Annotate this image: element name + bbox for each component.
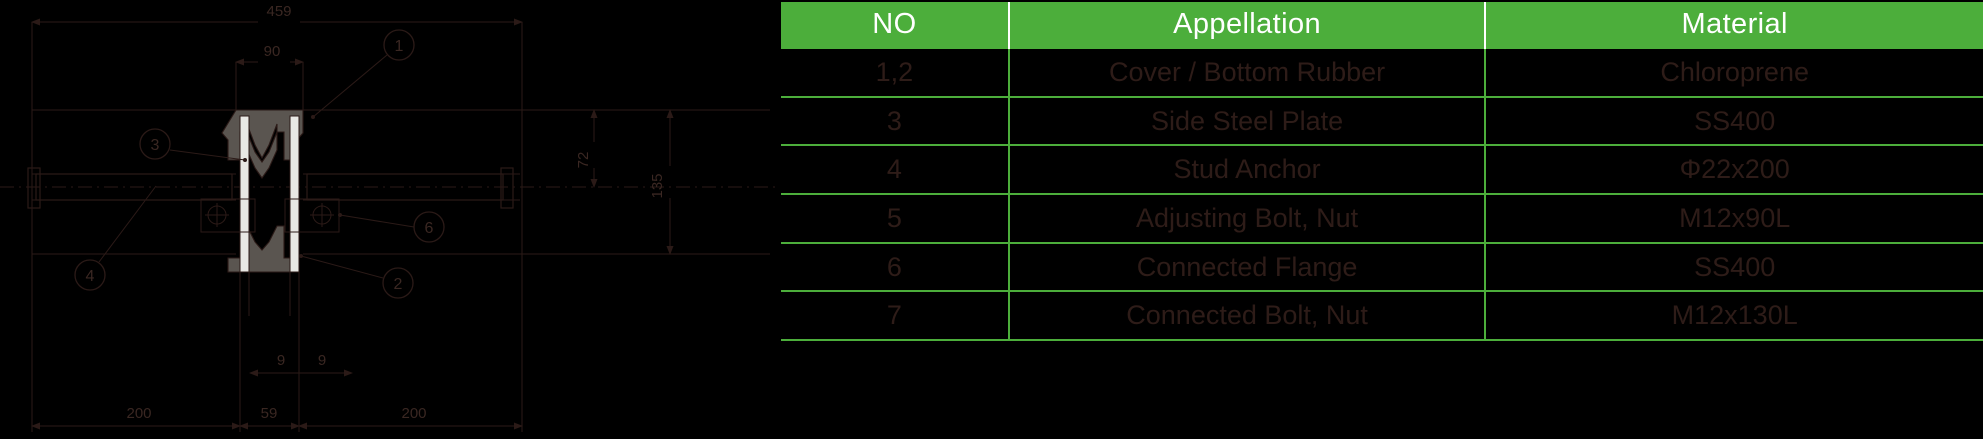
cell-material: SS400 — [1485, 95, 1983, 146]
balloon-6[interactable]: 6 — [338, 211, 445, 243]
dim-label-200-right: 200 — [401, 405, 426, 422]
dim-label-9-right: 9 — [318, 352, 326, 369]
cell-material: Chloroprene — [1485, 47, 1983, 97]
dim-label-9-left: 9 — [277, 352, 285, 369]
cell-material: Φ22x200 — [1485, 144, 1983, 195]
side-steel-plate-right — [289, 115, 300, 273]
cell-no: 5 — [781, 193, 1010, 243]
cell-appellation: Connected Bolt, Nut — [1008, 290, 1487, 342]
balloon-4-label: 4 — [86, 268, 95, 285]
balloon-2[interactable]: 2 — [299, 254, 414, 299]
stud-anchor-left — [27, 167, 233, 209]
dim-lip-left-9: 9 — [249, 352, 310, 377]
column-header-no[interactable]: NO — [781, 2, 1010, 48]
balloon-1[interactable]: 1 — [311, 29, 415, 119]
flange-bolt-symbol-left — [200, 198, 256, 233]
balloon-1-label: 1 — [395, 38, 404, 55]
dim-72: 72 — [575, 109, 598, 188]
dim-135: 135 — [594, 109, 678, 255]
cell-material: SS400 — [1485, 241, 1983, 292]
balloon-3-label: 3 — [151, 137, 160, 154]
cell-no: 7 — [781, 290, 1010, 342]
stud-anchor-right — [306, 167, 514, 209]
cell-appellation: Stud Anchor — [1008, 144, 1487, 195]
dim-label-59: 59 — [261, 405, 278, 422]
side-steel-plate-left — [239, 115, 250, 273]
cell-appellation: Cover / Bottom Rubber — [1008, 47, 1487, 97]
dim-bottom-row: 200 59 200 — [31, 316, 523, 432]
cell-material: M12x90L — [1485, 193, 1983, 243]
bottom-rubber — [227, 225, 298, 273]
dim-label-200-left: 200 — [126, 405, 151, 422]
balloon-4[interactable]: 4 — [74, 185, 157, 291]
table-header-row: NO Appellation Material — [781, 2, 1983, 48]
column-header-appellation[interactable]: Appellation — [1008, 2, 1487, 48]
table-header: NO Appellation Material — [781, 2, 1983, 48]
balloon-2-label: 2 — [394, 276, 403, 293]
dim-overall-459: 459 — [31, 3, 523, 340]
cell-appellation: Connected Flange — [1008, 241, 1487, 292]
dim-lip-right-9: 9 — [292, 352, 353, 377]
cell-no: 1,2 — [781, 47, 1010, 97]
dim-label-459: 459 — [266, 3, 291, 20]
cad-drawing-svg: .ln {stroke:#2b1a17;stroke-width:1.2;fil… — [0, 3, 778, 432]
flange-bolt-symbol-right — [284, 198, 340, 233]
balloon-3[interactable]: 3 — [139, 128, 247, 162]
column-header-material[interactable]: Material — [1485, 2, 1983, 48]
cover-rubber-vee — [246, 131, 278, 179]
cell-no: 4 — [781, 144, 1010, 195]
dim-label-90: 90 — [264, 43, 281, 60]
dim-label-135: 135 — [649, 173, 666, 198]
technical-drawing: .ln {stroke:#2b1a17;stroke-width:1.2;fil… — [0, 0, 780, 439]
cell-no: 6 — [781, 241, 1010, 292]
cell-appellation: Adjusting Bolt, Nut — [1008, 193, 1487, 243]
dim-90: 90 — [235, 43, 304, 110]
cell-material: M12x130L — [1485, 290, 1983, 342]
cell-appellation: Side Steel Plate — [1008, 95, 1487, 146]
balloon-6-label: 6 — [425, 220, 434, 237]
cell-no: 3 — [781, 95, 1010, 146]
dim-label-72: 72 — [575, 152, 592, 169]
